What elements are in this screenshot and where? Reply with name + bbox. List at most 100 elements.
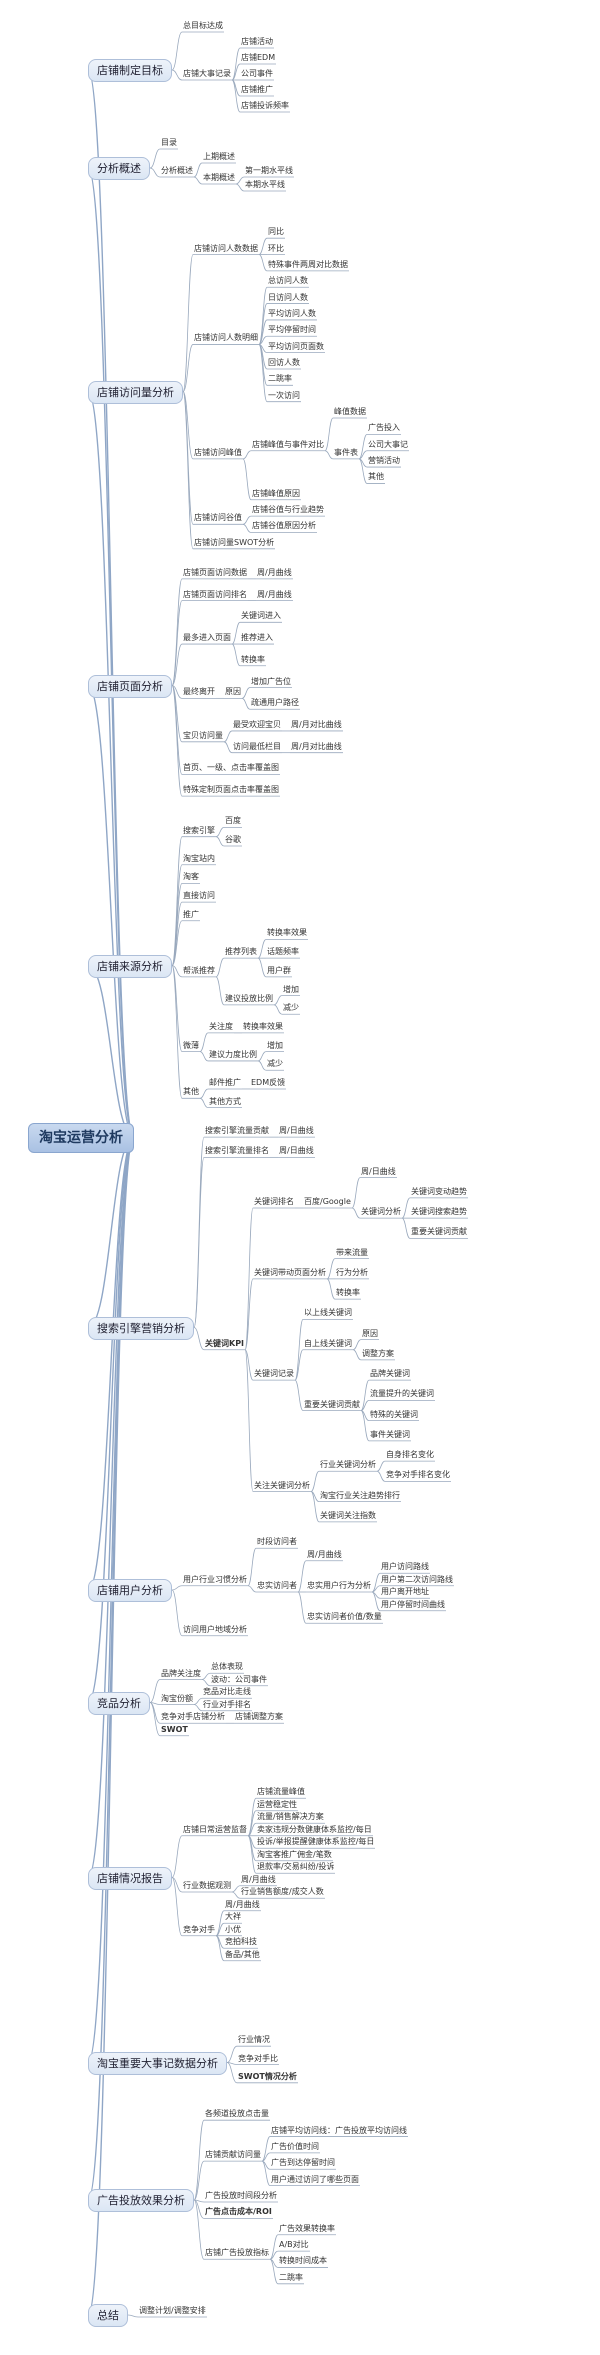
- map-node[interactable]: 忠实用户行为分析: [307, 1581, 371, 1590]
- map-node[interactable]: 店铺访问人数数据: [194, 243, 258, 253]
- map-node[interactable]: 其他: [368, 472, 384, 482]
- map-node[interactable]: 建议投放比例: [225, 993, 273, 1003]
- map-node[interactable]: 店铺EDM: [241, 53, 276, 62]
- map-node[interactable]: 各频道投放点击量: [205, 2109, 269, 2119]
- map-node[interactable]: 店铺活动: [241, 37, 273, 46]
- map-node[interactable]: 店铺推广: [241, 85, 273, 94]
- map-node[interactable]: 转换率: [336, 1288, 360, 1298]
- map-node[interactable]: 转换时间成本: [279, 2256, 327, 2266]
- map-node[interactable]: 推荐进入: [241, 633, 273, 643]
- map-node[interactable]: 周/日曲线: [279, 1126, 314, 1136]
- branch-topic[interactable]: 总结: [88, 2304, 128, 2327]
- map-node[interactable]: 话题频率: [267, 947, 299, 957]
- map-node[interactable]: 二跳率: [268, 374, 292, 384]
- map-node[interactable]: 增加广告位: [251, 676, 291, 686]
- map-node[interactable]: 用户通过访问了哪些页面: [271, 2174, 359, 2184]
- map-node[interactable]: 微薄: [183, 1040, 199, 1050]
- map-node[interactable]: 店铺投诉频率: [241, 101, 289, 110]
- branch-topic[interactable]: 搜索引擎营销分析: [88, 1316, 194, 1340]
- map-node[interactable]: 周/日曲线: [361, 1166, 396, 1176]
- map-node[interactable]: 品牌关注度: [161, 1668, 201, 1678]
- map-node[interactable]: 转换率: [241, 654, 265, 664]
- map-node[interactable]: 目录: [161, 138, 177, 147]
- map-node[interactable]: 时段访问者: [257, 1537, 297, 1547]
- map-node[interactable]: 店铺峰值与事件对比: [252, 439, 324, 449]
- map-node[interactable]: 广告点击成本/ROI: [205, 2207, 272, 2217]
- map-node[interactable]: 广告投放时间段分析: [205, 2191, 277, 2200]
- map-node[interactable]: 分析概述: [161, 166, 193, 175]
- map-node[interactable]: 关键词分析: [361, 1207, 401, 1217]
- map-node[interactable]: 关键词搜索趋势: [411, 1207, 467, 1217]
- map-node[interactable]: 特殊定制页面点击率覆盖图: [183, 785, 279, 795]
- map-node[interactable]: 周/月曲线: [257, 567, 292, 577]
- map-node[interactable]: 特殊事件两周对比数据: [268, 259, 348, 269]
- map-node[interactable]: 店铺访问谷值: [194, 513, 242, 523]
- map-node[interactable]: 店铺广告投放指标: [205, 2248, 269, 2258]
- map-node[interactable]: 总体表现: [211, 1662, 243, 1672]
- map-node[interactable]: 卖家违规分数健康体系监控/每日: [257, 1824, 372, 1834]
- map-node[interactable]: 关键词带动页面分析: [254, 1267, 326, 1277]
- map-node[interactable]: 转换率效果: [267, 928, 307, 938]
- map-node[interactable]: 店铺调整方案: [235, 1712, 283, 1722]
- branch-topic[interactable]: 店铺来源分析: [88, 954, 172, 978]
- map-node[interactable]: 公司大事记: [368, 439, 408, 449]
- map-node[interactable]: 周/月对比曲线: [291, 719, 342, 729]
- map-node[interactable]: 日访问人数: [268, 292, 308, 302]
- map-node[interactable]: 总访问人数: [268, 276, 308, 286]
- map-node[interactable]: 周/月曲线: [307, 1549, 342, 1559]
- map-node[interactable]: 竞争对手比: [238, 2053, 278, 2063]
- map-node[interactable]: 平均访问人数: [268, 308, 316, 318]
- map-node[interactable]: 平均访问页面数: [268, 341, 324, 351]
- map-node[interactable]: 小优: [225, 1924, 241, 1934]
- map-node[interactable]: 关注度: [209, 1021, 233, 1031]
- map-node[interactable]: 自身排名变化: [386, 1450, 434, 1460]
- map-node[interactable]: 宝贝访问量: [183, 730, 223, 740]
- map-node[interactable]: 流量提升的关键词: [370, 1389, 434, 1399]
- map-node[interactable]: 搜索引擎流量贡献: [205, 1126, 269, 1136]
- map-node[interactable]: 行为分析: [336, 1267, 368, 1277]
- map-node[interactable]: 店铺访问峰值: [194, 447, 242, 457]
- map-node[interactable]: 总目标达成: [183, 21, 223, 30]
- map-node[interactable]: 公司事件: [241, 69, 273, 78]
- map-node[interactable]: 峰值数据: [334, 407, 366, 417]
- map-node[interactable]: 最多进入页面: [183, 633, 231, 643]
- map-node[interactable]: 事件表: [334, 447, 358, 457]
- map-node[interactable]: 忠实访问者价值/数量: [307, 1612, 382, 1622]
- map-node[interactable]: 重要关键词贡献: [304, 1399, 360, 1409]
- map-node[interactable]: 运营稳定性: [257, 1799, 297, 1809]
- map-node[interactable]: 店铺流量峰值: [257, 1787, 305, 1797]
- map-node[interactable]: 疏通用户路径: [251, 698, 299, 708]
- map-node[interactable]: SWOT情况分析: [238, 2071, 297, 2081]
- map-node[interactable]: 关键词KPI: [205, 1338, 245, 1348]
- map-node[interactable]: 用户群: [267, 965, 291, 975]
- map-node[interactable]: 关键词关注指数: [320, 1510, 376, 1520]
- map-node[interactable]: 竞争对手店铺分析: [161, 1712, 225, 1722]
- map-node[interactable]: 广告效果转换率: [279, 2223, 335, 2233]
- map-node[interactable]: 用户停留时间曲线: [381, 1599, 445, 1609]
- map-node[interactable]: 周/月曲线: [257, 589, 292, 599]
- map-node[interactable]: 关键词进入: [241, 611, 281, 621]
- map-node[interactable]: 转换率效果: [243, 1021, 283, 1031]
- map-node[interactable]: 访问最低栏目: [233, 741, 281, 751]
- map-node[interactable]: 平均停留时间: [268, 325, 316, 335]
- branch-topic[interactable]: 淘宝重要大事记数据分析: [88, 2051, 227, 2075]
- map-node[interactable]: 备品/其他: [225, 1949, 260, 1959]
- map-node[interactable]: 关键词变动趋势: [411, 1186, 467, 1196]
- map-node[interactable]: 店铺访问量SWOT分析: [194, 537, 275, 547]
- branch-topic[interactable]: 店铺情况报告: [88, 1866, 172, 1890]
- map-node[interactable]: 大祥: [225, 1912, 241, 1922]
- map-node[interactable]: 淘宝站内: [183, 853, 215, 863]
- map-node[interactable]: A/B对比: [279, 2240, 309, 2250]
- map-node[interactable]: 其他: [183, 1087, 199, 1097]
- map-node[interactable]: 店铺谷值与行业趋势: [252, 505, 324, 515]
- branch-topic[interactable]: 分析概述: [88, 157, 150, 180]
- map-node[interactable]: 行业数据观测: [183, 1881, 231, 1890]
- map-node[interactable]: 忠实访问者: [257, 1581, 297, 1590]
- map-node[interactable]: 邮件推广: [209, 1077, 241, 1087]
- map-node[interactable]: 增加: [283, 984, 299, 994]
- map-node[interactable]: 重要关键词贡献: [411, 1227, 467, 1237]
- map-node[interactable]: 访问用户地域分析: [183, 1624, 247, 1634]
- map-node[interactable]: 环比: [268, 243, 284, 253]
- map-node[interactable]: 特殊的关键词: [370, 1409, 418, 1419]
- map-node[interactable]: 店铺平均访问线：广告投放平均访问线: [271, 2125, 407, 2135]
